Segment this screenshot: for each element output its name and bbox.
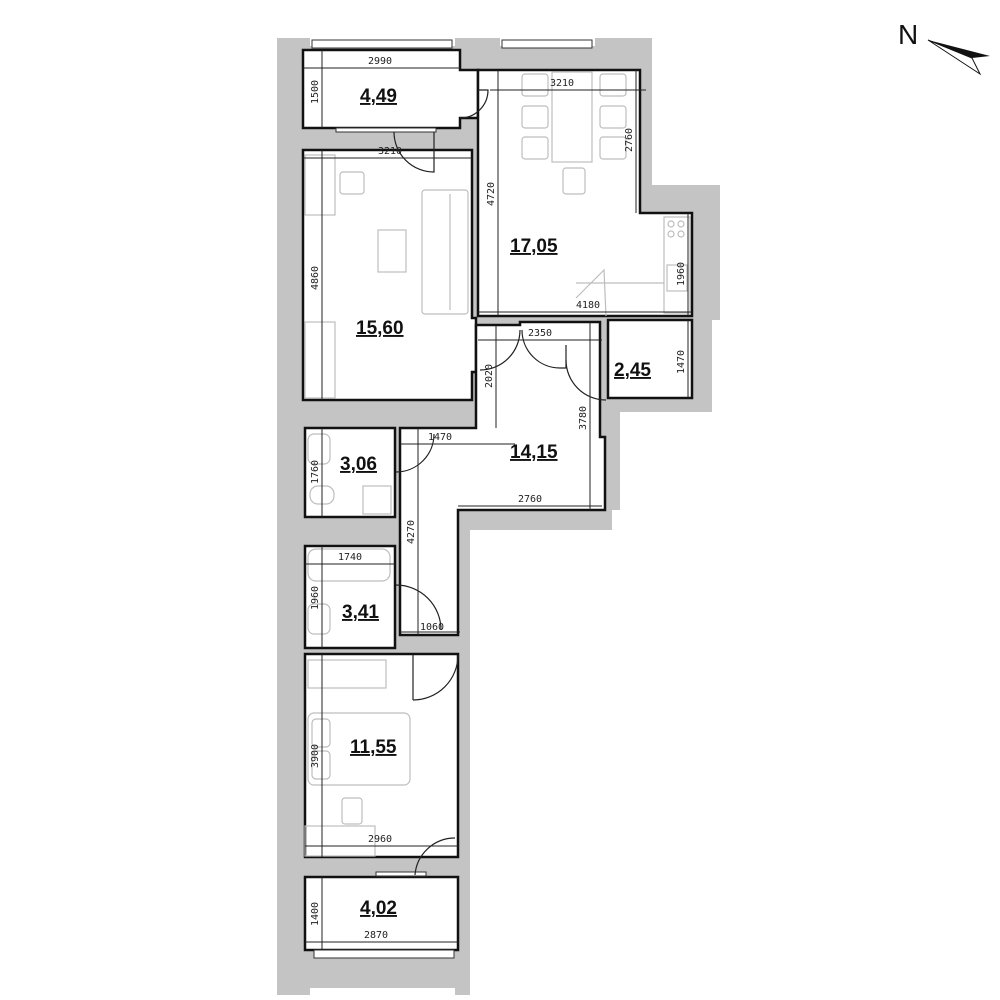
dim-label: 4860 [310, 266, 321, 290]
kitchen-counter [663, 216, 691, 314]
dim-label: 2020 [484, 364, 495, 388]
room-area-storage: 2,45 [614, 360, 651, 381]
window [335, 127, 437, 133]
room-toilet [303, 426, 397, 519]
door-swing [459, 89, 489, 119]
dim-label: 2960 [368, 834, 392, 845]
chair-icon [521, 105, 549, 129]
dim-label: 4270 [406, 520, 417, 544]
dim-label: 3780 [578, 406, 589, 430]
dim-label: 1740 [338, 552, 362, 563]
room-area-balcony-bottom: 4,02 [360, 898, 397, 919]
dim-label: 4180 [576, 300, 600, 311]
door-swing [565, 359, 607, 401]
window [501, 39, 593, 49]
dim-label: 2870 [364, 930, 388, 941]
desk [304, 825, 376, 857]
north-label: N [898, 19, 918, 50]
shower-tray [362, 485, 392, 515]
counter-corner [575, 268, 607, 317]
area-labels: 4,49 15,60 17,05 14,15 2,45 3,06 3,41 11… [340, 86, 651, 919]
dim-label: 1960 [676, 262, 687, 286]
stove-burner-icon [677, 230, 685, 238]
door-swing [521, 329, 567, 369]
dim-label: 1470 [676, 350, 687, 374]
room-area-toilet: 3,06 [340, 454, 377, 475]
dim-label: 1960 [310, 586, 321, 610]
dim-label: 1060 [420, 622, 444, 633]
room-storage [606, 318, 694, 400]
room-hallway [398, 320, 607, 637]
north-arrow-icon [928, 40, 990, 58]
room-area-hallway: 14,15 [510, 442, 558, 463]
desk [304, 154, 336, 216]
dim-label: 3900 [310, 744, 321, 768]
doors [393, 89, 607, 876]
window [313, 949, 455, 959]
dimension-labels: 2990 1500 3210 4860 3210 2760 4720 4180 … [310, 56, 687, 941]
dim-label: 4720 [486, 182, 497, 206]
dim-label: 2350 [528, 328, 552, 339]
door-swing [395, 584, 442, 631]
bathtub-icon [307, 548, 391, 582]
chair-icon [521, 73, 549, 97]
dim-label: 1760 [310, 460, 321, 484]
dim-label: 1500 [310, 80, 321, 104]
north-compass: N [898, 19, 990, 76]
room-area-balcony-top: 4,49 [360, 86, 397, 107]
dimension-lines [303, 50, 692, 950]
pillow [311, 750, 331, 780]
chair-icon [521, 136, 549, 160]
armchair-icon [339, 171, 365, 195]
door-swing [412, 654, 459, 701]
pillow [311, 718, 331, 748]
room-bedroom [303, 652, 460, 859]
room-area-bathroom: 3,41 [342, 602, 379, 623]
stove-burner-icon [667, 230, 675, 238]
dim-label: 2760 [518, 494, 542, 505]
north-arrow-outline [927, 39, 982, 76]
chair-icon [599, 73, 627, 97]
room-balcony-bottom [303, 875, 460, 952]
stove-burner-icon [667, 220, 675, 228]
chair-icon [599, 105, 627, 129]
dim-label: 1400 [310, 902, 321, 926]
door-swing [479, 329, 521, 371]
chair-icon [562, 167, 586, 195]
sofa [421, 189, 469, 315]
wardrobe [307, 659, 387, 689]
window [311, 39, 453, 49]
windows [311, 39, 593, 959]
washbasin-icon [307, 603, 331, 635]
room-bathroom [303, 544, 397, 650]
washbasin-icon [307, 433, 331, 465]
door-swing [393, 131, 435, 173]
dim-label: 3210 [378, 146, 402, 157]
dim-label: 3210 [550, 78, 574, 89]
room-area-kitchen: 17,05 [510, 236, 558, 257]
room-area-bedroom: 11,55 [350, 737, 397, 758]
bed-icon [307, 712, 411, 786]
sink-icon [666, 264, 688, 292]
door-swing [414, 837, 456, 876]
rooms [301, 48, 694, 952]
coffee-table [377, 229, 407, 273]
dim-label: 1470 [428, 432, 452, 443]
dining-table [551, 71, 593, 163]
chair-icon [341, 797, 363, 825]
window [375, 871, 427, 877]
chair-icon [599, 136, 627, 160]
wardrobe [304, 321, 336, 399]
dim-label: 2760 [624, 128, 635, 152]
dim-label: 2990 [368, 56, 392, 67]
furniture [304, 71, 691, 857]
stove-burner-icon [677, 220, 685, 228]
room-area-living: 15,60 [356, 318, 404, 339]
door-swing [395, 433, 435, 473]
